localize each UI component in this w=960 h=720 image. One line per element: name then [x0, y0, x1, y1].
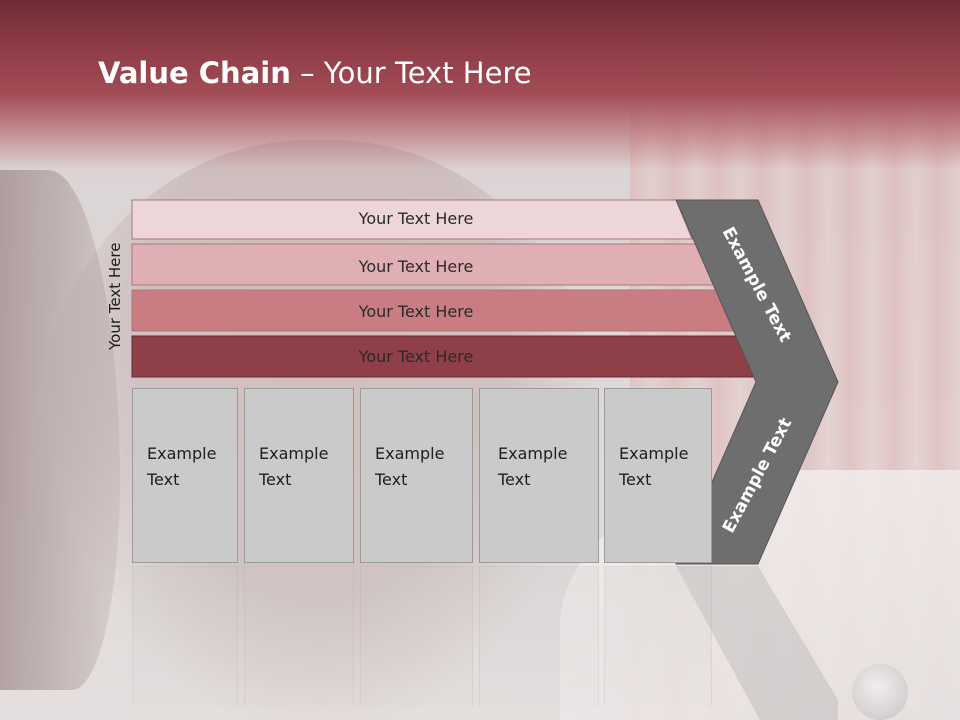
column-2-line1: Example	[259, 444, 329, 463]
column-2-line2: Text	[259, 470, 292, 489]
column-reflection-2	[244, 566, 354, 706]
row-stripe-1	[131, 199, 693, 240]
chevron-arrow	[675, 199, 839, 565]
column-3-line1: Example	[375, 444, 445, 463]
column-3-line2: Text	[375, 470, 408, 489]
row-label-2: Your Text Here	[358, 257, 474, 276]
column-reflection-4	[479, 566, 599, 706]
column-4-line1: Example	[498, 444, 568, 463]
column-5-line1: Example	[619, 444, 689, 463]
column-4-line2: Text	[498, 470, 531, 489]
row-label-4: Your Text Here	[358, 347, 474, 366]
title-bold: Value Chain	[98, 56, 291, 90]
column-1-line1: Example	[147, 444, 217, 463]
column-reflection-3	[360, 566, 473, 706]
column-reflection-5	[604, 566, 712, 706]
background-coat-button	[852, 664, 908, 720]
column-5-line2: Text	[619, 470, 652, 489]
column-1-line2: Text	[147, 470, 180, 489]
column-reflection-1	[132, 566, 238, 706]
header-band	[0, 0, 960, 170]
chevron-reflection	[676, 566, 838, 720]
row-label-3: Your Text Here	[358, 302, 474, 321]
slide-title: Value Chain – Your Text Here	[98, 56, 532, 90]
title-rest: – Your Text Here	[290, 56, 532, 90]
row-label-1: Your Text Here	[358, 209, 474, 228]
